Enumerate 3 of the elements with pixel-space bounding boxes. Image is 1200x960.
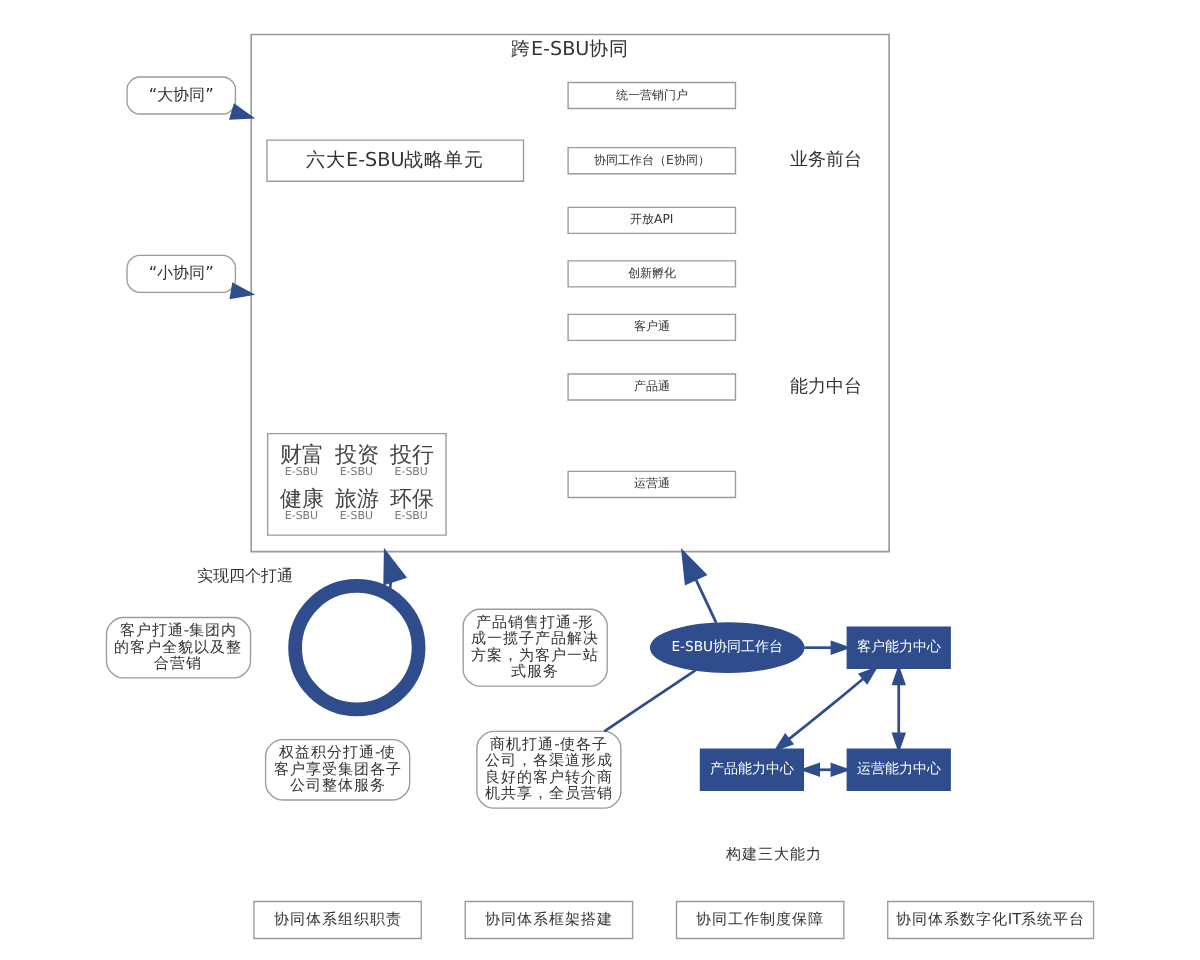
label: 能力中台 [790, 376, 863, 397]
node-label: 实现四个打通 [197, 564, 294, 585]
label: 业务前台 [790, 150, 863, 171]
